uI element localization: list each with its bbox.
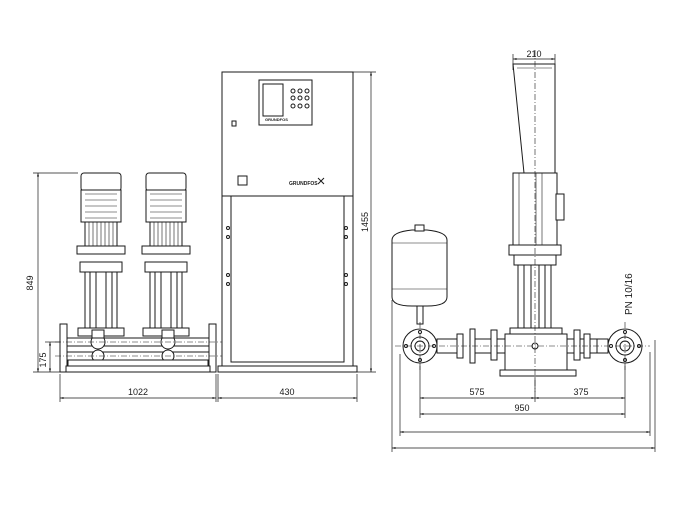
dim-430: 430 xyxy=(279,387,294,397)
expansion-tank xyxy=(391,224,448,325)
pump-1 xyxy=(76,172,126,337)
dim-1455: 1455 xyxy=(360,212,370,232)
dim-849: 849 xyxy=(25,275,35,290)
dimension-left: 849 175 1022 xyxy=(25,172,217,402)
dim-175: 175 xyxy=(38,352,48,367)
dim-575: 575 xyxy=(469,387,484,397)
control-cabinet: GRUNDFOS GRUNDFOS 1455 430 xyxy=(217,71,376,402)
dim-375: 375 xyxy=(573,387,588,397)
dim-210: 210 xyxy=(526,49,541,59)
pressure-rating: PN 10/16 xyxy=(624,273,635,315)
panel-logo-small: GRUNDFOS xyxy=(265,117,288,122)
pump-2 xyxy=(141,172,191,337)
front-view-pump-set: 849 175 1022 xyxy=(25,172,222,402)
manifolds xyxy=(55,323,222,373)
dim-1022: 1022 xyxy=(128,387,148,397)
cabinet-logo: GRUNDFOS xyxy=(289,181,318,187)
dim-950: 950 xyxy=(514,403,529,413)
side-view: 210 xyxy=(391,49,656,452)
